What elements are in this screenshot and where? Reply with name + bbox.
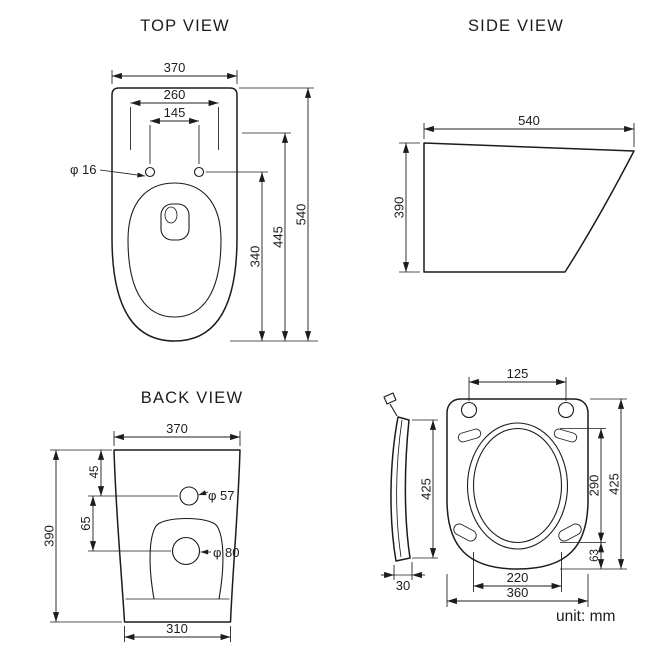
lid-profile-inner-line (396, 419, 403, 558)
dim-label-outlet-offset: 65 (78, 516, 93, 530)
seat-hinge-hole-left (460, 401, 478, 419)
dim-overall-height: 390 (391, 142, 420, 273)
side-view: SIDE VIEW 540 390 (391, 17, 635, 273)
dim-bowl-depth: 340 (205, 171, 318, 342)
dim-label-inlet-dia: φ 57 (208, 488, 235, 503)
outlet-hole (171, 536, 201, 566)
lid-profile-outline (390, 416, 411, 562)
leader-arrow (198, 490, 209, 496)
seat-bumper-bottom-left (453, 523, 477, 542)
dim-label-inlet-offset: 45 (89, 466, 101, 479)
back-view-title: BACK VIEW (141, 389, 244, 407)
dim-label-seat-width: 360 (507, 585, 529, 600)
seat-hinge-hole-right (557, 401, 575, 419)
seat-ring-outline (466, 422, 569, 550)
dim-label-hinge-hole-dia: φ 16 (70, 162, 97, 177)
flush-outlet-detail (164, 206, 178, 224)
bowl-rim-outline (127, 182, 222, 318)
dim-opening-length: 290 (560, 428, 606, 543)
seat-view: 30 425 125 290 63 (381, 366, 627, 607)
unit-label: unit: mm (556, 608, 615, 625)
dim-mid-depth: 445 (242, 132, 291, 341)
dim-overall-depth: 540 (239, 87, 314, 341)
ext-lines (399, 142, 420, 273)
ext-lines (130, 107, 219, 150)
dim-label-opening-width: 220 (507, 570, 529, 585)
dim-label-outlet-dia: φ 80 (213, 545, 240, 560)
toilet-back-outline (113, 449, 241, 623)
dim-top-width: 370 (113, 421, 241, 446)
ext-lines (205, 171, 318, 342)
dim-label-mid-depth: 445 (270, 226, 285, 248)
dim-label-overall-length: 540 (518, 113, 540, 128)
bracket-body (383, 392, 397, 405)
dim-label-overall-height: 390 (391, 197, 406, 219)
dim-hinge-hole-spacing: 145 (149, 105, 200, 164)
top-view: TOP VIEW 370 260 145 φ 16 (70, 17, 318, 342)
dim-label-overall-depth: 540 (293, 204, 308, 226)
dim-label-bottom-width: 310 (166, 621, 188, 636)
dim-label-back-height: 390 (41, 525, 56, 547)
mounting-hole-left (144, 166, 156, 178)
mounting-hole-right (193, 166, 205, 178)
dim-opening-width: 220 (473, 552, 562, 592)
dim-label-hinge-hole-spacing: 145 (164, 105, 186, 120)
hinge-bracket-icon (383, 392, 398, 417)
dim-hinge-spacing: 125 (468, 366, 567, 401)
dim-label-lid-length: 425 (418, 478, 433, 500)
dim-overall-length: 540 (423, 113, 635, 147)
top-view-title: TOP VIEW (140, 17, 230, 35)
dim-lid-thickness: 30 (381, 562, 425, 593)
dim-label-front-margin: 63 (589, 549, 601, 562)
dim-label-overall-width: 370 (164, 60, 186, 75)
seat-opening-outline (472, 427, 563, 544)
dim-overall-width: 370 (111, 60, 238, 84)
dim-label-hinge-spacing: 125 (507, 366, 529, 381)
dim-bottom-width: 310 (124, 621, 231, 642)
dim-seat-length: 425 (560, 398, 627, 570)
ext-lines (149, 125, 200, 164)
toilet-top-outline (111, 87, 238, 342)
dim-rim-width: 260 (130, 87, 219, 150)
dim-label-bowl-depth: 340 (247, 246, 262, 268)
leader-arrow (99, 169, 146, 178)
seat-bumper-bottom-right (558, 523, 582, 542)
dim-label-top-width: 370 (166, 421, 188, 436)
dim-label-rim-width: 260 (164, 87, 186, 102)
bowl-back-outline (149, 518, 224, 600)
dim-hinge-hole-dia: φ 16 (70, 162, 146, 178)
dim-label-opening-length: 290 (586, 475, 601, 497)
dim-label-seat-length: 425 (606, 473, 621, 495)
back-view: BACK VIEW 370 φ 57 φ 80 45 65 (41, 389, 244, 642)
dim-lid-length: 425 (412, 419, 438, 559)
flush-outlet-outline (160, 203, 190, 241)
dim-seat-width: 360 (446, 574, 589, 607)
dim-inlet-offset: 45 (50, 449, 178, 497)
dim-inlet-dia: φ 57 (198, 488, 235, 503)
seat-bumper-top-left (457, 428, 482, 443)
dim-front-margin: 63 (589, 542, 605, 569)
dim-label-lid-thickness: 30 (396, 578, 410, 593)
dim-outlet-offset: 65 (78, 496, 171, 552)
dim-back-height: 390 (41, 450, 122, 623)
toilet-side-outline (423, 142, 635, 273)
dim-outlet-dia: φ 80 (200, 545, 240, 560)
inlet-hole (179, 486, 199, 506)
seat-bumper-top-right (553, 428, 578, 443)
side-view-title: SIDE VIEW (468, 17, 564, 35)
bracket-stem (389, 403, 398, 417)
seat-top-outline (446, 398, 589, 570)
